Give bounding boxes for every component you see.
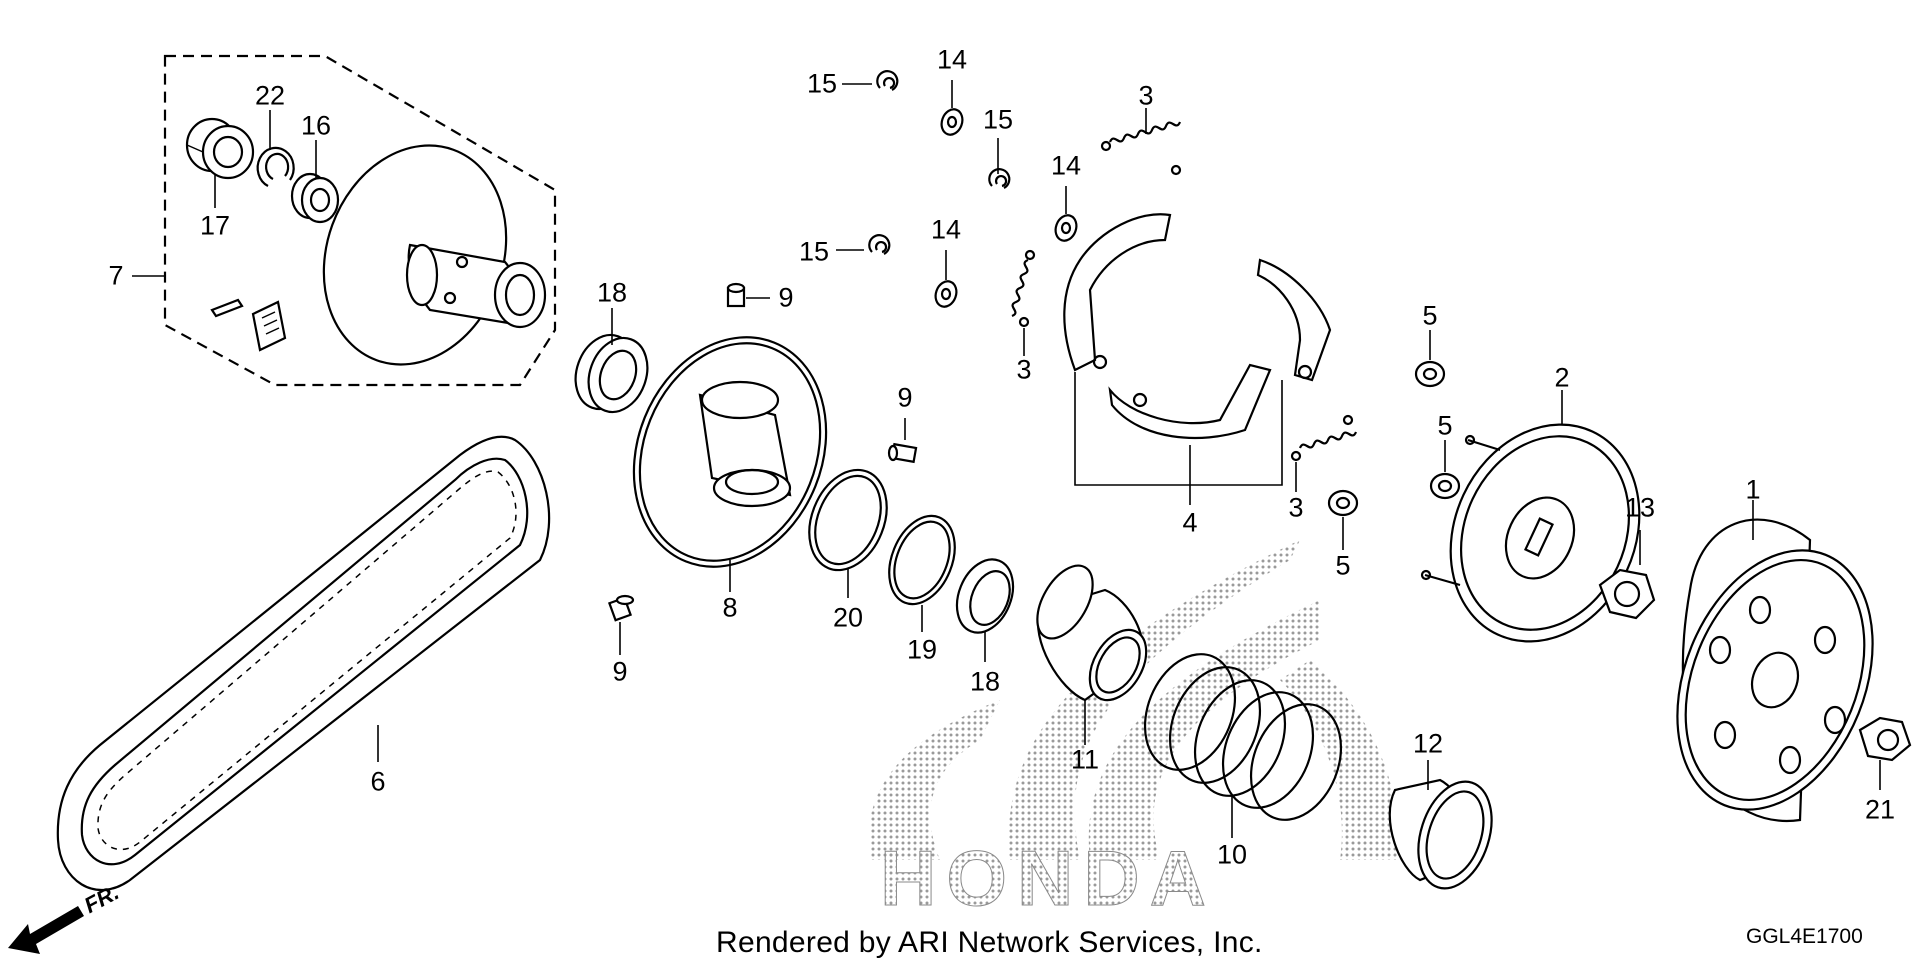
diagram-code: GGL4E1700	[1746, 925, 1863, 948]
guide-pin-9a	[726, 282, 746, 308]
flange-nut-21	[1858, 716, 1912, 762]
callout-18b: 18	[969, 666, 1001, 697]
honda-watermark-text: HONDA	[880, 834, 1216, 923]
drive-plate-2	[1420, 423, 1641, 643]
callout-12: 12	[1412, 728, 1444, 759]
callout-16: 16	[300, 110, 332, 141]
callout-21: 21	[1864, 794, 1896, 825]
callout-9c: 9	[612, 656, 628, 687]
oil-seal-18b	[955, 558, 1015, 634]
callout-2: 2	[1554, 362, 1570, 393]
callout-13: 13	[1624, 492, 1656, 523]
caution-label	[251, 300, 287, 352]
washer-14a	[940, 108, 964, 136]
clutch-outer-1	[1676, 518, 1874, 823]
callout-14a: 14	[936, 44, 968, 75]
callout-9b: 9	[897, 382, 913, 413]
needle-bearing-17	[185, 117, 255, 180]
ball-bearing-16	[290, 172, 340, 224]
circlip-22	[256, 146, 295, 187]
svg-text:HONDA: HONDA	[880, 834, 1216, 922]
callout-3a: 3	[1138, 80, 1154, 111]
callout-3c: 3	[1288, 492, 1304, 523]
guide-pin-9b	[887, 442, 918, 464]
callout-19: 19	[906, 634, 938, 665]
callout-5a: 5	[1422, 300, 1438, 331]
clutch-spring-3c	[1290, 414, 1358, 462]
credit-text: Rendered by ARI Network Services, Inc.	[716, 926, 1263, 959]
front-direction-arrow	[8, 906, 84, 954]
oil-seal-18	[574, 333, 649, 414]
clutch-shoe-4	[1063, 213, 1332, 439]
callout-9a: 9	[778, 282, 794, 313]
guide-pin-9c	[607, 594, 635, 622]
callout-7: 7	[108, 260, 124, 291]
clutch-spring-3a	[1100, 121, 1182, 176]
o-ring-20	[808, 468, 888, 572]
callout-10: 10	[1216, 839, 1248, 870]
callout-5b: 5	[1437, 410, 1453, 441]
callout-17: 17	[199, 210, 231, 241]
callout-11: 11	[1070, 744, 1100, 775]
nut-5b	[1429, 472, 1461, 500]
bracket-4	[1074, 372, 1283, 486]
callout-1: 1	[1745, 474, 1761, 505]
callout-18a: 18	[596, 277, 628, 308]
callout-20: 20	[832, 602, 864, 633]
callout-8: 8	[722, 592, 738, 623]
clip-15b	[988, 168, 1011, 189]
clutch-spring-3b	[1011, 249, 1036, 328]
washer-14b	[1054, 214, 1078, 242]
clip-15c	[868, 234, 891, 255]
callout-6: 6	[370, 766, 386, 797]
nut-5c	[1327, 489, 1359, 517]
callout-14b: 14	[1050, 150, 1082, 181]
callout-5c: 5	[1335, 550, 1351, 581]
honda-wing-logo	[868, 540, 1400, 860]
callout-15a: 15	[806, 68, 838, 99]
callout-14c: 14	[930, 214, 962, 245]
clip-15a	[876, 70, 899, 91]
kit-boundary-7	[163, 54, 557, 387]
spring-seat-12	[1388, 778, 1493, 890]
clutch-nut-13	[1598, 568, 1656, 620]
callout-22: 22	[254, 80, 286, 111]
callout-4: 4	[1182, 507, 1198, 538]
driven-face-8	[632, 336, 828, 568]
drive-belt-6	[56, 435, 551, 892]
o-ring-19	[888, 514, 956, 606]
seal-collar-11	[1036, 564, 1148, 702]
nut-5a	[1414, 360, 1446, 388]
small-pin	[210, 298, 244, 318]
driven-face-spring-10	[1143, 653, 1343, 821]
callout-3b: 3	[1016, 354, 1032, 385]
driven-face-7	[322, 144, 547, 366]
callout-15b: 15	[982, 104, 1014, 135]
washer-14c	[934, 280, 958, 308]
callout-15c: 15	[798, 236, 830, 267]
